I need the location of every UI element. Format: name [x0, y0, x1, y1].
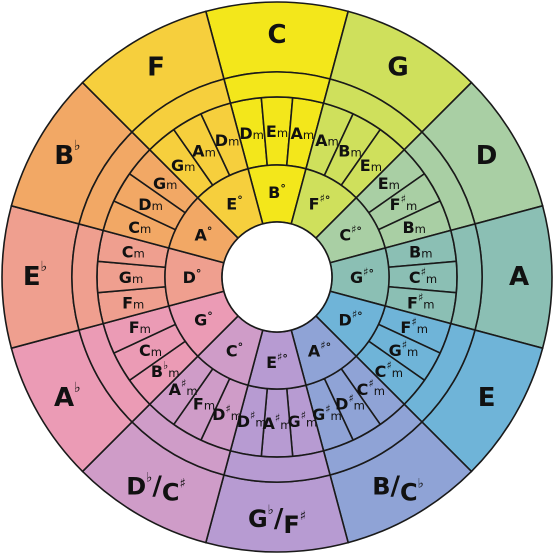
major-key-label-gb: G♭/F♯: [248, 503, 306, 540]
minor-chord-label: G♯m: [389, 338, 419, 360]
minor-chord-label: Cm: [122, 242, 145, 261]
diminished-chord-label: C♯°: [339, 222, 362, 244]
minor-chord-label: Fm: [129, 317, 151, 336]
diminished-chord-label: F♯°: [309, 191, 331, 213]
minor-chord-label: Em: [378, 174, 400, 193]
minor-chord-label: F♯m: [400, 315, 428, 337]
minor-chord-label: Cm: [139, 341, 162, 360]
center-hole: [221, 221, 333, 333]
major-key-label-e: E: [478, 383, 496, 413]
major-key-label-f: F: [147, 52, 165, 82]
minor-chord-label: A♯m: [169, 377, 198, 399]
minor-chord-label: Gm: [119, 268, 143, 287]
minor-chord-label: Bm: [338, 141, 361, 160]
minor-chord-label: Gm: [171, 156, 195, 175]
diminished-chord-label: B°: [268, 182, 286, 202]
major-key-label-eb: E♭: [23, 259, 47, 292]
minor-chord-label: Am: [315, 130, 339, 149]
diminished-chord-label: E°: [226, 193, 242, 213]
minor-chord-label: Cm: [128, 218, 151, 237]
major-key-label-g: G: [387, 52, 408, 82]
diminished-chord-label: G♯°: [350, 265, 374, 287]
minor-chord-label: Bm: [409, 242, 432, 261]
minor-chord-label: Em: [360, 156, 382, 175]
major-key-label-b: B/C♭: [372, 472, 424, 507]
diminished-chord-label: G°: [194, 309, 213, 329]
minor-chord-label: D♯m: [212, 402, 242, 424]
minor-chord-label: Gm: [153, 174, 177, 193]
minor-chord-label: C♯m: [357, 377, 385, 399]
minor-chord-label: Am: [291, 124, 315, 143]
minor-chord-label: A♯m: [263, 411, 292, 433]
diminished-chord-label: D°: [183, 267, 202, 287]
minor-chord-label: Dm: [239, 124, 264, 143]
minor-chord-label: Dm: [215, 130, 240, 149]
minor-chord-label: F♯m: [390, 192, 418, 214]
major-key-label-d: D: [476, 141, 498, 171]
minor-chord-label: Bm: [402, 218, 425, 237]
major-key-label-db: D♭/C♯: [126, 470, 185, 507]
minor-chord-label: F♯m: [407, 290, 435, 312]
diminished-chord-label: A♯°: [308, 339, 331, 361]
minor-chord-label: G♯m: [312, 402, 342, 424]
minor-chord-label: D♯m: [335, 391, 365, 413]
minor-chord-label: Dm: [138, 195, 163, 214]
diminished-chord-label: D♯°: [339, 307, 363, 329]
major-key-label-a: A: [509, 262, 529, 292]
spacer-band-segment: [130, 78, 232, 151]
minor-chord-label: D♯m: [237, 409, 267, 431]
minor-chord-label: C♯m: [409, 265, 437, 287]
minor-chord-label: Am: [192, 141, 216, 160]
minor-chord-label: Em: [266, 122, 288, 141]
minor-chord-label: B♭m: [151, 359, 180, 381]
diminished-chord-label: C°: [226, 340, 243, 360]
minor-chord-label: Fm: [193, 394, 215, 413]
diminished-chord-label: E♯°: [266, 350, 288, 372]
major-key-label-bb: B♭: [54, 138, 80, 171]
diminished-chord-label: A°: [194, 224, 212, 244]
major-key-label-c: C: [267, 20, 286, 50]
minor-chord-label: C♯m: [375, 359, 403, 381]
major-key-label-ab: A♭: [54, 380, 81, 413]
minor-chord-label: Fm: [122, 293, 144, 312]
minor-chord-label: G♯m: [287, 409, 317, 431]
